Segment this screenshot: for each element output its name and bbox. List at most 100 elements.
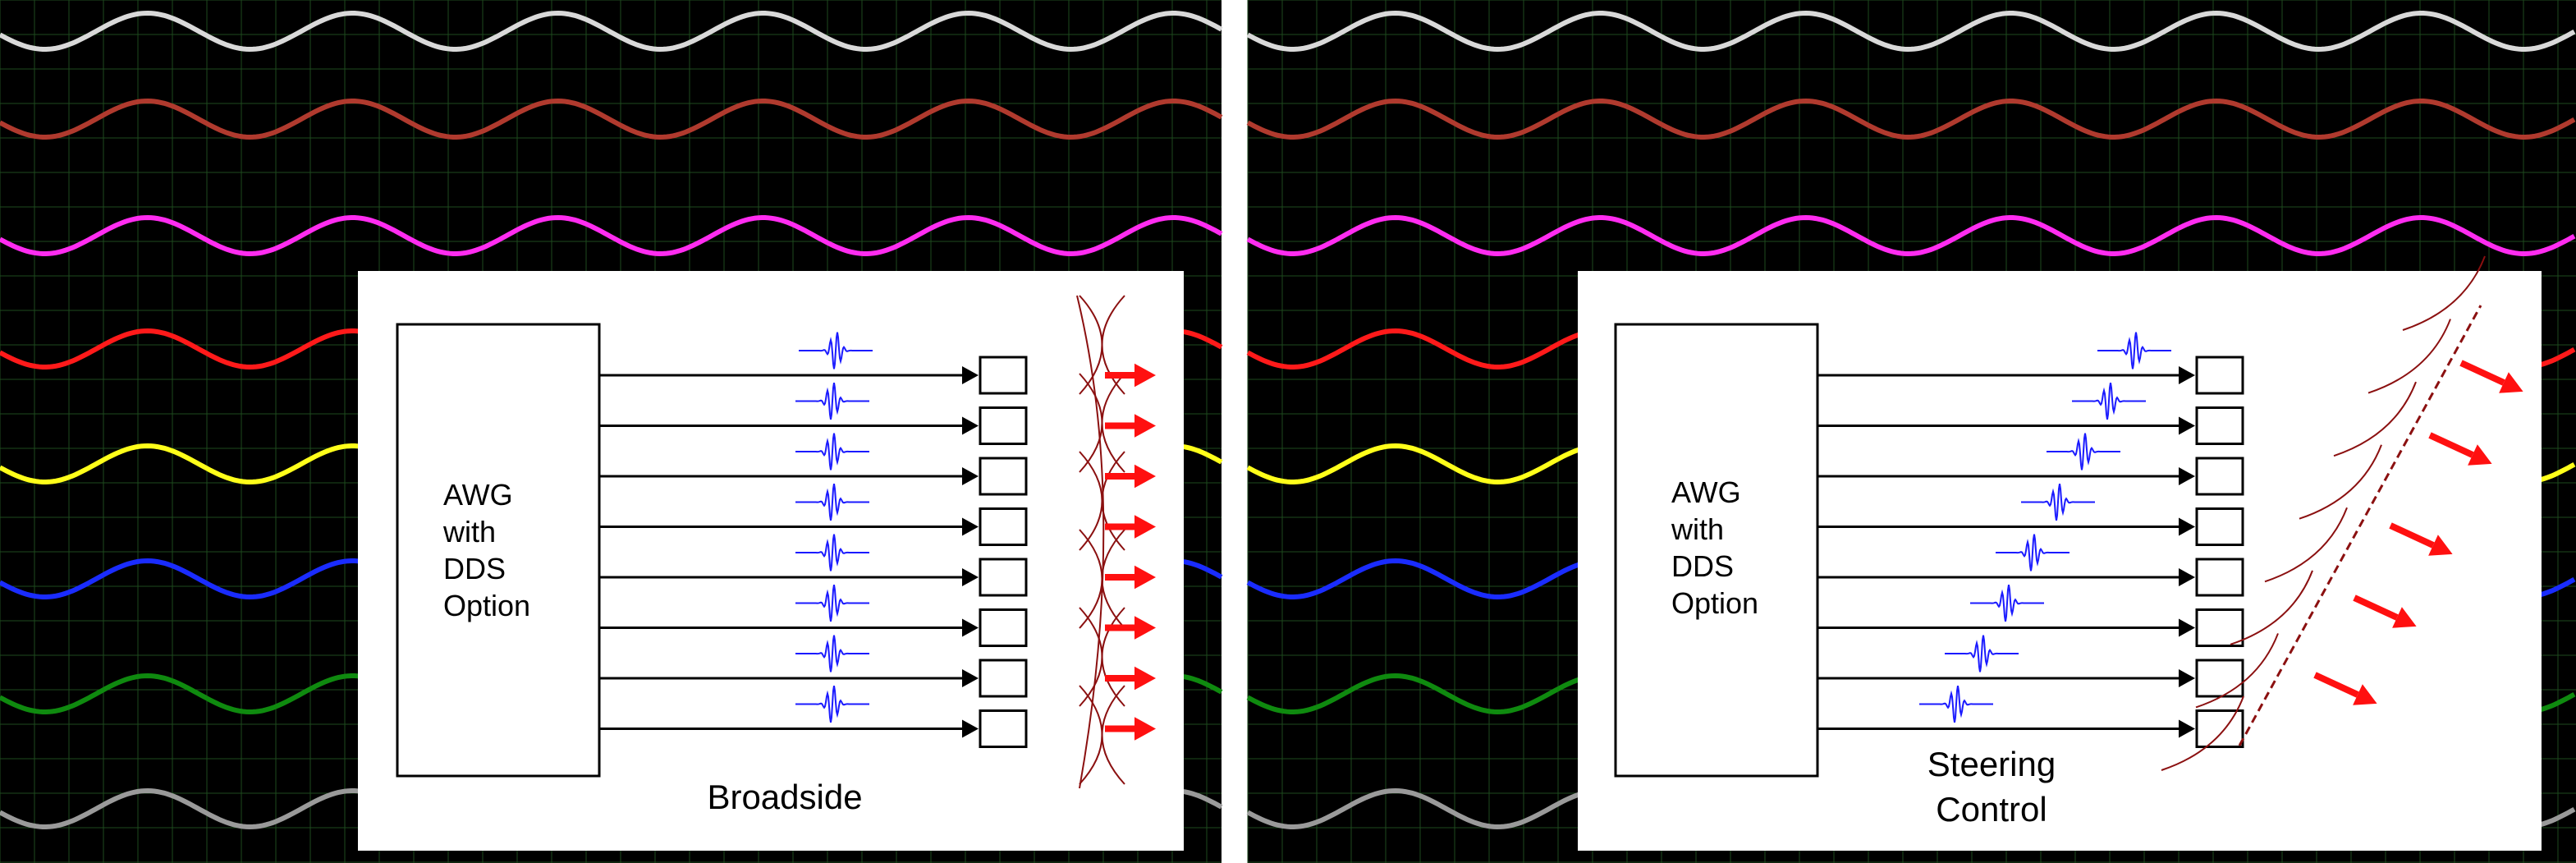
pulse-waveform: [1996, 534, 2070, 572]
antenna-element: [2195, 356, 2244, 395]
awg-label-line-4: Option: [1671, 586, 1758, 620]
wavefronts: [1076, 295, 1156, 789]
awg-box: [1614, 323, 1819, 778]
pulse-waveform: [795, 433, 869, 471]
pulse-waveform: [1945, 635, 2019, 672]
arrow-head: [2468, 444, 2492, 466]
pulse-waveform: [795, 685, 869, 723]
wavefront-envelope: [1076, 295, 1105, 789]
wavefront-arc: [1101, 607, 1125, 707]
awg-label-line-3: DDS: [1671, 549, 1734, 583]
arrow-head: [1134, 363, 1156, 388]
pulse-waveform: [799, 332, 873, 370]
pulse-waveform: [2072, 382, 2146, 420]
arrow-head: [962, 366, 979, 384]
awg-box: [396, 323, 601, 778]
arrow-head: [2179, 568, 2195, 586]
wavefront-arc: [2367, 319, 2451, 394]
antenna-element: [979, 608, 1028, 647]
wavefront-arc: [1101, 373, 1125, 473]
antenna-element: [979, 507, 1028, 546]
arrow-head: [1134, 616, 1156, 640]
left-panel-broadside: AWG with DDS Option Broadside: [0, 0, 1223, 863]
pulse-waveform: [1970, 584, 2044, 622]
background-wave: [0, 10, 1223, 53]
beam-arrow-shaft: [2389, 522, 2435, 549]
arrow-head: [2428, 535, 2453, 556]
arrow-head: [2179, 669, 2195, 687]
background-wave: [1246, 10, 2576, 53]
antenna-element: [979, 356, 1028, 395]
pulse-waveform: [795, 534, 869, 572]
channels: [599, 332, 1028, 748]
arrow-head: [2179, 366, 2195, 384]
background-wave: [0, 214, 1223, 257]
diagram-background: [1578, 271, 2542, 851]
diagram-background: [358, 271, 1184, 851]
awg-label-line-3: DDS: [443, 552, 506, 585]
wavefront-arc: [2333, 381, 2417, 457]
arrow-head: [2179, 719, 2195, 738]
wavefront-arc: [1101, 685, 1125, 785]
wavefront-arc: [1101, 295, 1125, 395]
arrow-head: [2499, 372, 2523, 393]
arrow-head: [962, 517, 979, 536]
caption-line-1: Broadside: [707, 778, 862, 816]
arrow-head: [2179, 467, 2195, 485]
awg-label-line-4: Option: [443, 589, 530, 622]
antenna-element: [979, 659, 1028, 698]
wavefront-arc: [2402, 255, 2486, 331]
antenna-element: [2195, 608, 2244, 647]
antenna-element: [2195, 558, 2244, 597]
steered-wavefront: [2238, 305, 2482, 746]
beam-arrow-shaft: [2313, 672, 2359, 698]
background-wave: [0, 98, 1223, 140]
arrow-head: [1134, 464, 1156, 489]
antenna-element: [2195, 406, 2244, 445]
beam-arrow-shaft: [2353, 594, 2399, 621]
arrow-head: [962, 568, 979, 586]
wavefront-arc: [2264, 507, 2348, 583]
beam-arrow-shaft: [2459, 360, 2505, 386]
caption-line-1: Steering: [1927, 745, 2056, 783]
antenna-element: [2195, 507, 2244, 546]
background-wave: [1246, 98, 2576, 140]
antenna-element: [979, 406, 1028, 445]
antenna-element: [979, 457, 1028, 496]
antenna-element: [2195, 659, 2244, 698]
wavefront-arc: [1101, 451, 1125, 551]
arrow-head: [1134, 565, 1156, 590]
arrow-head: [1134, 717, 1156, 741]
arrow-head: [2179, 517, 2195, 536]
background-wave: [1246, 214, 2576, 257]
arrow-head: [962, 416, 979, 435]
arrow-head: [962, 467, 979, 485]
arrow-head: [962, 618, 979, 637]
arrow-head: [2179, 416, 2195, 435]
right-panel-steering: AWG with DDS Option Steering Control: [1246, 0, 2576, 863]
diagram-box: AWG with DDS Option Steering Control: [1578, 255, 2542, 851]
pulse-waveform: [2047, 433, 2120, 471]
awg-label-line-1: AWG: [443, 478, 513, 512]
pulse-waveform: [795, 635, 869, 672]
wavefront-arc: [2161, 695, 2244, 771]
arrow-head: [2353, 684, 2377, 705]
wavefront-arc: [2195, 633, 2279, 709]
pulse-waveform: [795, 382, 869, 420]
arrow-head: [2392, 607, 2417, 628]
antenna-element: [979, 709, 1028, 748]
beam-arrow-shaft: [2428, 432, 2474, 458]
antenna-element: [2195, 709, 2244, 748]
arrow-head: [1134, 515, 1156, 539]
awg-label-line-1: AWG: [1671, 475, 1741, 509]
pulse-waveform: [2021, 483, 2095, 521]
arrow-head: [2179, 618, 2195, 637]
awg-label-line-2: with: [1671, 512, 1724, 546]
antenna-element: [2195, 457, 2244, 496]
pulse-waveform: [795, 584, 869, 622]
arrow-head: [962, 719, 979, 738]
pulse-waveform: [2097, 332, 2171, 370]
channels: [1817, 332, 2244, 748]
arrow-head: [962, 669, 979, 687]
